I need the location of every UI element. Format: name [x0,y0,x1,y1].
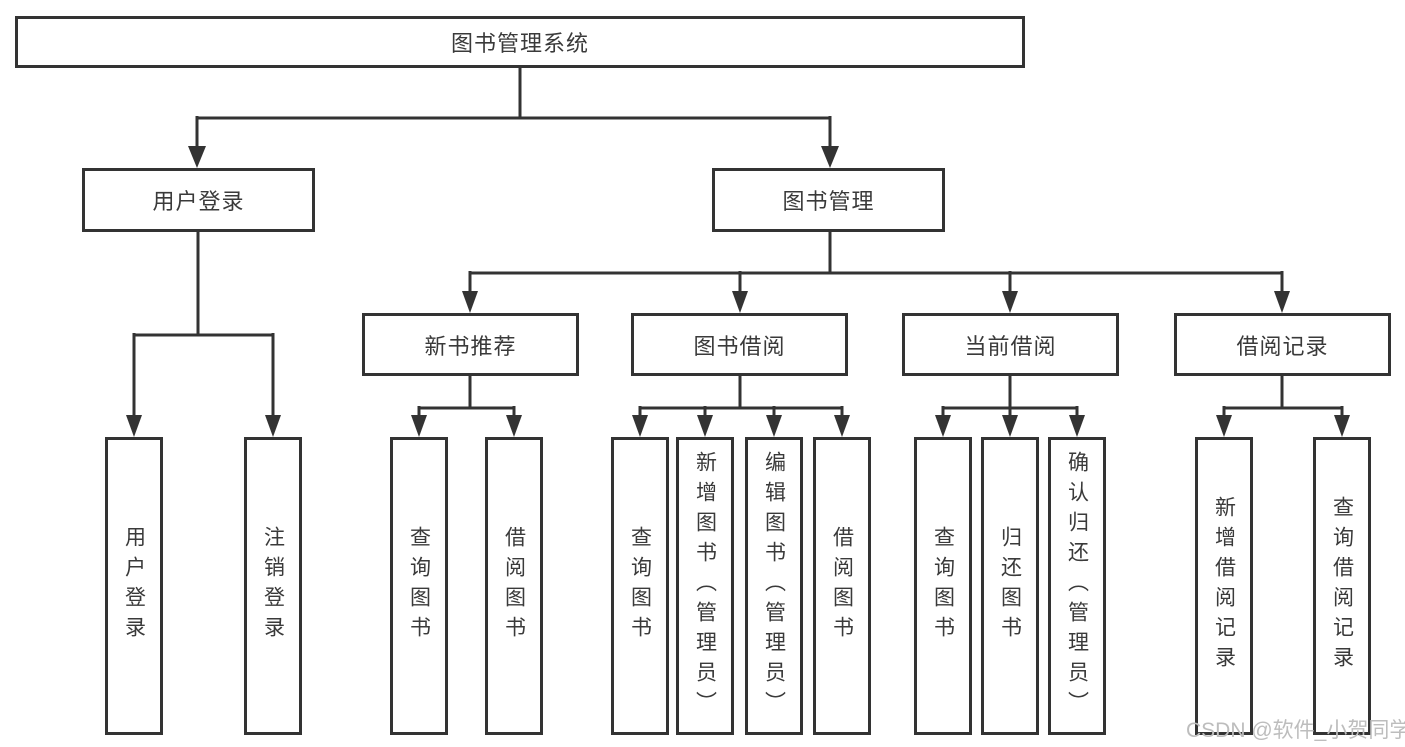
leaf-query-book-borrow: 查询图书 [611,437,669,735]
leaf-query-book-recommend: 查询图书 [390,437,448,735]
csdn-watermark: CSDN @软件_小贺同学 [1186,719,1405,742]
leaf-query-book-current: 查询图书 [914,437,972,735]
leaf-borrow-book: 借阅图书 [813,437,871,735]
leaf-edit-book-admin: 编辑图书（管理员） [745,437,803,735]
leaf-logout: 注销登录 [244,437,302,735]
root-node: 图书管理系统 [15,16,1025,68]
node-new-book-recommend: 新书推荐 [362,313,579,376]
node-label: 注销登录 [261,526,285,646]
leaf-user-login: 用户登录 [105,437,163,735]
node-label: 查询图书 [407,526,431,646]
leaf-add-book-admin: 新增图书（管理员） [676,437,734,735]
node-borrow-records: 借阅记录 [1174,313,1391,376]
node-label: 借阅图书 [502,526,526,646]
node-label: 新增借阅记录 [1212,496,1236,676]
root-node-label: 图书管理系统 [450,31,589,56]
node-label: 确认归还（管理员） [1065,451,1089,721]
node-label: 用户登录 [152,189,245,214]
node-label: 编辑图书（管理员） [762,451,786,721]
node-book-management: 图书管理 [712,168,945,232]
node-label: 借阅记录 [1236,333,1329,359]
node-user-login: 用户登录 [82,168,315,232]
leaf-return-book: 归还图书 [981,437,1039,735]
leaf-query-borrow-record: 查询借阅记录 [1313,437,1371,735]
leaf-confirm-return-admin: 确认归还（管理员） [1048,437,1106,735]
node-label: 借阅图书 [830,526,854,646]
node-label: 查询借阅记录 [1330,496,1354,676]
leaf-borrow-book-recommend: 借阅图书 [485,437,543,735]
node-label: 新增图书（管理员） [693,451,717,721]
node-label: 查询图书 [628,526,652,646]
node-label: 归还图书 [998,526,1022,646]
node-book-borrow: 图书借阅 [631,313,848,376]
node-label: 图书借阅 [693,333,786,359]
node-label: 当前借阅 [964,333,1057,359]
node-label: 新书推荐 [424,333,517,359]
node-label: 查询图书 [931,526,955,646]
leaf-add-borrow-record: 新增借阅记录 [1195,437,1253,735]
node-current-borrow: 当前借阅 [902,313,1119,376]
node-label: 用户登录 [122,526,146,646]
node-label: 图书管理 [782,189,875,214]
